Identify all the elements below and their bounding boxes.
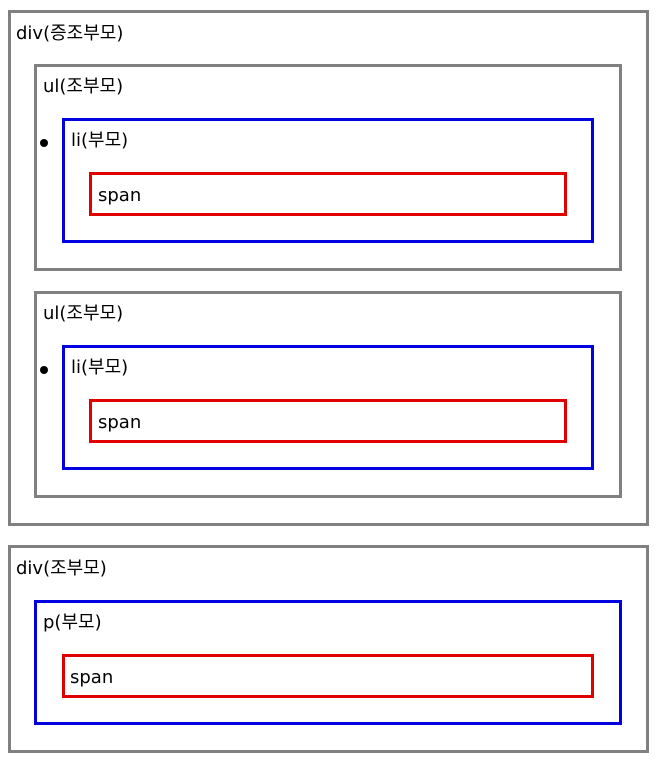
p-parent-label: p(부모) (43, 612, 102, 633)
span-child-box (89, 399, 567, 443)
li-parent-box (62, 345, 594, 470)
div-grandparent-label: div(조부모) (16, 558, 107, 579)
ul-grandparent-label: ul(조부모) (43, 76, 124, 97)
span-child-box (89, 172, 567, 216)
span-child-box (62, 654, 594, 698)
ul-grandparent-label: ul(조부모) (43, 303, 124, 324)
div-great-grandparent-box (8, 10, 649, 526)
span-child-label: span (70, 667, 114, 688)
li-parent-box (62, 118, 594, 243)
ul-grandparent-box (34, 64, 622, 271)
list-bullet (40, 366, 48, 374)
span-child-label: span (98, 412, 142, 433)
p-parent-box (34, 600, 622, 725)
div-grandparent-box (8, 545, 649, 753)
li-parent-label: li(부모) (71, 357, 129, 378)
ul-grandparent-box (34, 291, 622, 498)
li-parent-label: li(부모) (71, 130, 129, 151)
list-bullet (40, 139, 48, 147)
span-child-label: span (98, 185, 142, 206)
div-great-grandparent-label: div(증조부모) (16, 23, 124, 44)
